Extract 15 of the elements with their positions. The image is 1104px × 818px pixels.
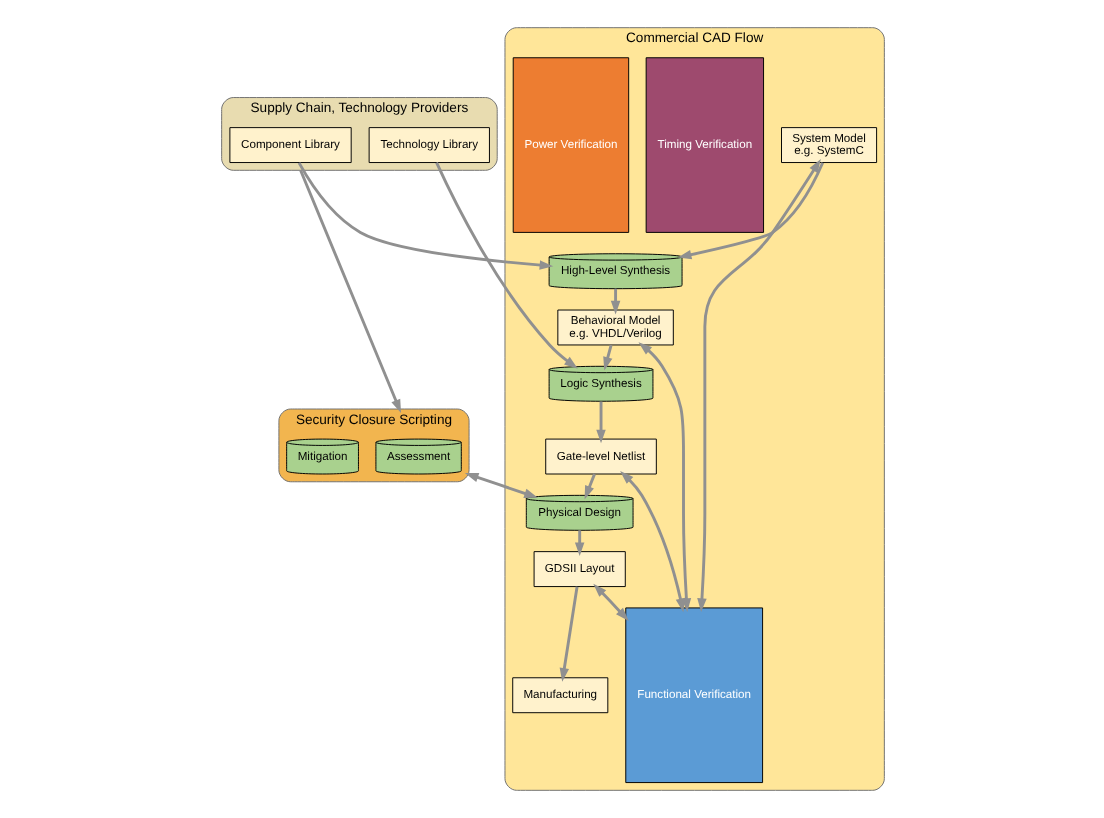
arrow xyxy=(595,401,605,444)
arrow xyxy=(609,288,620,315)
arrow xyxy=(676,162,823,260)
arrow xyxy=(602,344,612,371)
arrow xyxy=(296,162,553,270)
arrow xyxy=(434,162,577,369)
arrow xyxy=(573,530,584,557)
arrow xyxy=(463,472,537,498)
arrow xyxy=(637,342,691,612)
arrow xyxy=(558,586,578,682)
arrow xyxy=(619,471,685,613)
arrow xyxy=(583,473,595,500)
arrow xyxy=(696,159,820,612)
arrow xyxy=(592,583,628,622)
arrow xyxy=(298,169,400,414)
